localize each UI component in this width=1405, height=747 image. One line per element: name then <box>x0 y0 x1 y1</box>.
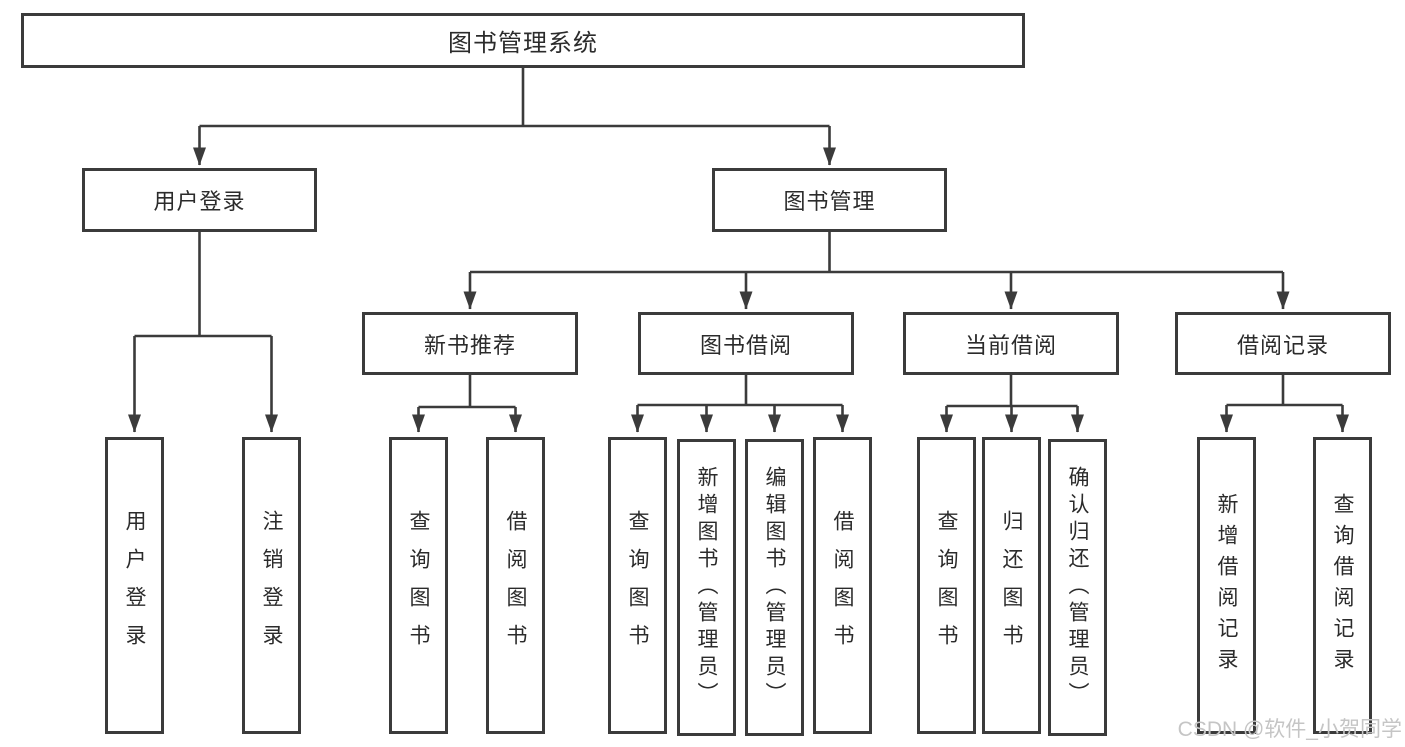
leaf-borrow-books-recommend-label: 借阅图书 <box>504 509 527 662</box>
node-borrow-records-label: 借阅记录 <box>1236 332 1329 358</box>
leaf-query-borrow-record-label: 查询借阅记录 <box>1331 492 1354 679</box>
connector-user-login-children <box>134 232 272 338</box>
node-user-login: 用户登录 <box>82 168 317 232</box>
connector-root-to-level2 <box>199 68 830 128</box>
leaf-confirm-return-admin-label: 确认归还（管理员） <box>1066 466 1089 709</box>
connector-borrow-records-children <box>1226 375 1343 407</box>
node-book-borrow: 图书借阅 <box>638 312 854 375</box>
leaf-add-borrow-record-label: 新增借阅记录 <box>1215 492 1238 679</box>
leaf-return-books: 归还图书 <box>982 437 1041 734</box>
leaf-logout: 注销登录 <box>242 437 301 734</box>
node-book-management: 图书管理 <box>712 168 947 232</box>
leaf-user-login-label: 用户登录 <box>123 509 146 662</box>
leaf-borrow-books-borrow-label: 借阅图书 <box>831 509 854 662</box>
leaf-logout-label: 注销登录 <box>260 509 283 662</box>
node-new-book-recommend: 新书推荐 <box>362 312 578 375</box>
node-book-management-label: 图书管理 <box>783 189 876 214</box>
node-user-login-label: 用户登录 <box>153 189 246 214</box>
node-root: 图书管理系统 <box>21 13 1025 68</box>
node-borrow-records: 借阅记录 <box>1175 312 1391 375</box>
leaf-query-books-borrow-label: 查询图书 <box>626 509 649 662</box>
leaf-edit-books-admin-label: 编辑图书（管理员） <box>763 466 786 709</box>
leaf-query-books-recommend: 查询图书 <box>389 437 448 734</box>
connector-book-mgmt-to-level3 <box>470 232 1283 274</box>
leaf-query-books-current-label: 查询图书 <box>935 509 958 662</box>
leaf-user-login: 用户登录 <box>105 437 164 734</box>
leaf-query-books-borrow: 查询图书 <box>608 437 667 734</box>
leaf-query-borrow-record: 查询借阅记录 <box>1313 437 1372 734</box>
node-book-borrow-label: 图书借阅 <box>699 332 792 358</box>
node-new-book-recommend-label: 新书推荐 <box>423 332 516 358</box>
connector-current-borrow-children <box>946 375 1078 408</box>
node-current-borrow-label: 当前借阅 <box>964 332 1057 358</box>
watermark: CSDN @软件_小贺同学 <box>1177 718 1402 741</box>
leaf-query-books-recommend-label: 查询图书 <box>407 509 430 662</box>
node-root-label: 图书管理系统 <box>448 30 598 57</box>
leaf-query-books-current: 查询图书 <box>917 437 976 734</box>
leaf-borrow-books-borrow: 借阅图书 <box>813 437 872 734</box>
leaf-edit-books-admin: 编辑图书（管理员） <box>745 439 804 736</box>
node-current-borrow: 当前借阅 <box>903 312 1119 375</box>
connector-book-borrow-children <box>637 375 843 407</box>
leaf-confirm-return-admin: 确认归还（管理员） <box>1048 439 1107 736</box>
leaf-add-books-admin-label: 新增图书（管理员） <box>695 466 718 709</box>
connector-new-book-children <box>418 375 516 409</box>
leaf-add-books-admin: 新增图书（管理员） <box>677 439 736 736</box>
leaf-return-books-label: 归还图书 <box>1000 509 1023 662</box>
leaf-add-borrow-record: 新增借阅记录 <box>1197 437 1256 734</box>
leaf-borrow-books-recommend: 借阅图书 <box>486 437 545 734</box>
